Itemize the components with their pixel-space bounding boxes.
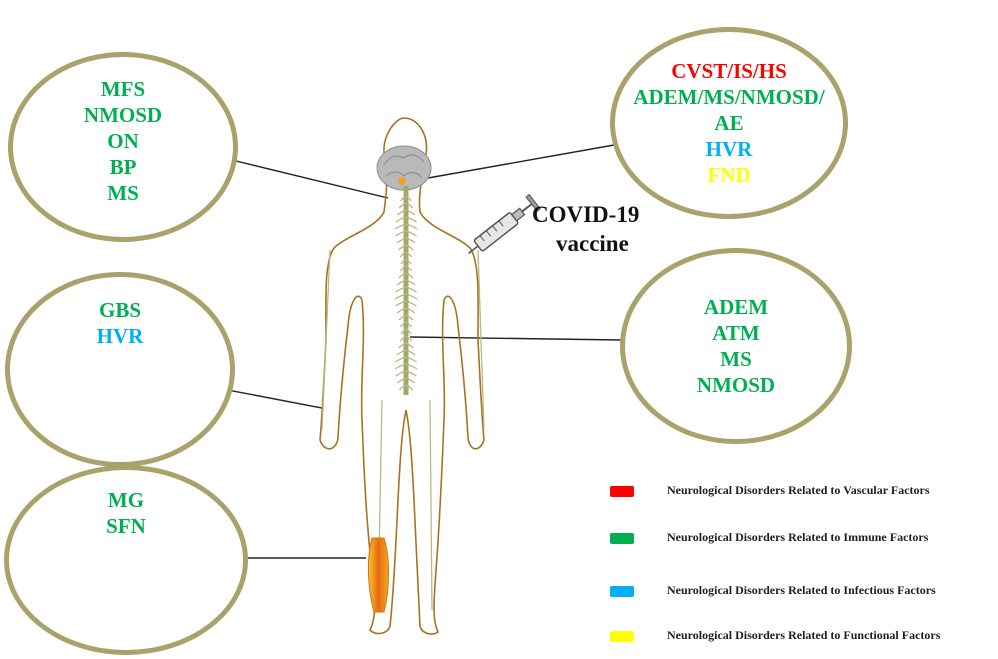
disorder-nmosd: NMOSD: [625, 372, 847, 398]
peripheral-nerves: [322, 196, 484, 610]
disorder-nmosd: NMOSD: [13, 102, 233, 128]
disorder-adem: ADEM: [625, 294, 847, 320]
disorder-cvst-is-hs: CVST/IS/HS: [615, 58, 843, 84]
disorder-mg: MG: [9, 487, 243, 513]
legend-label-vascular: Neurological Disorders Related to Vascul…: [667, 483, 930, 498]
calf-muscle: [368, 538, 388, 612]
disorder-hvr: HVR: [615, 136, 843, 162]
legend-swatch-immune: [610, 533, 634, 544]
legend-label-immune: Neurological Disorders Related to Immune…: [667, 530, 928, 545]
legend-label-functional: Neurological Disorders Related to Functi…: [667, 628, 940, 643]
legend-swatch-functional: [610, 631, 634, 642]
legend-swatch-infectious: [610, 586, 634, 597]
disorder-ms: MS: [625, 346, 847, 372]
disorder-adem-ms-nmosd: ADEM/MS/NMOSD/: [615, 84, 843, 110]
disorder-on: ON: [13, 128, 233, 154]
disorder-ae: AE: [615, 110, 843, 136]
vaccine-label-line1: COVID-19: [532, 200, 662, 229]
connector-middle-right: [410, 337, 622, 340]
body-outline: [320, 118, 484, 634]
disorder-atm: ATM: [625, 320, 847, 346]
syringe-icon: [463, 195, 540, 261]
vaccine-label: COVID-19 vaccine: [532, 200, 662, 258]
disorder-mfs: MFS: [13, 76, 233, 102]
disorder-fnd: FND: [615, 162, 843, 188]
vaccine-label-line2: vaccine: [532, 229, 662, 258]
disorder-gbs: GBS: [10, 297, 230, 323]
connector-top-right: [428, 145, 614, 178]
connector-top-left: [232, 160, 388, 198]
legend-label-infectious: Neurological Disorders Related to Infect…: [667, 583, 936, 598]
disorder-sfn: SFN: [9, 513, 243, 539]
disorder-ms: MS: [13, 180, 233, 206]
disorder-hvr: HVR: [10, 323, 230, 349]
connector-middle-left: [228, 390, 322, 408]
disorder-bp: BP: [13, 154, 233, 180]
legend-swatch-vascular: [610, 486, 634, 497]
